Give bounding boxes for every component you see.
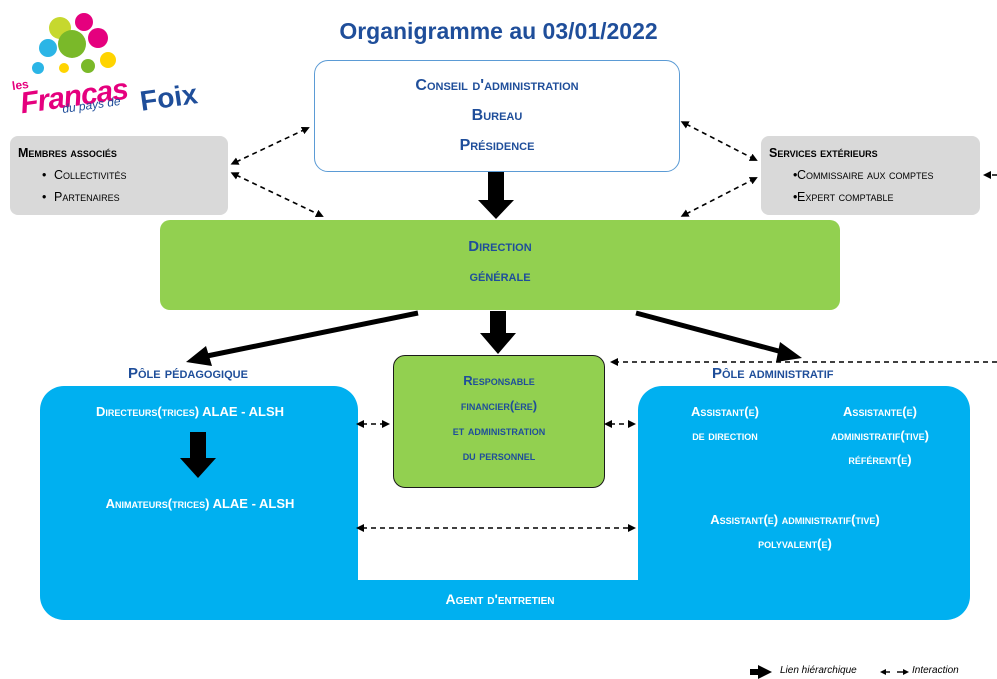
assistante-referente-line1: Assistante(e)	[843, 404, 917, 419]
agent-bar	[340, 580, 660, 620]
legend-interaction-arrow-icon	[880, 669, 909, 675]
services-item: Commissaire aux comptes	[769, 164, 976, 186]
pole-peda-box	[40, 386, 358, 620]
direction-line1: Direction	[468, 238, 532, 255]
legend-hier-label: Lien hiérarchique	[780, 665, 857, 676]
arrow-direction-pole-peda	[186, 310, 419, 366]
membres-title: Membres associés	[18, 146, 117, 160]
conseil-line1: Conseil d'administration	[415, 77, 579, 94]
responsable-box: Responsable financier(ère) et administra…	[393, 355, 605, 488]
assistant-direction-line2: de direction	[692, 428, 758, 443]
interaction-membres-direction	[230, 172, 324, 218]
conseil-box: Conseil d'administration Bureau Présiden…	[314, 60, 680, 172]
responsable-line4: du personnel	[462, 448, 536, 463]
assistante-referente-line2: administratif(tive)	[831, 428, 929, 443]
direction-line2: générale	[469, 268, 531, 285]
direction-box: Direction générale	[160, 220, 840, 310]
assistante-referente: Assistante(e) administratif(tive) référe…	[800, 400, 960, 472]
arrow-direction-pole-admin	[635, 310, 802, 362]
logo-graphic	[32, 13, 116, 74]
services-box: Services extérieurs Commissaire aux comp…	[761, 136, 980, 215]
conseil-line3: Présidence	[459, 137, 535, 154]
membres-item: Collectivités	[18, 164, 220, 186]
membres-item: Partenaires	[18, 186, 220, 208]
assistant-direction-line1: Assistant(e)	[691, 404, 759, 419]
arrow-direction-responsable	[480, 311, 516, 354]
membres-box: Membres associés Collectivités Partenair…	[10, 136, 228, 215]
interaction-services-direction	[680, 177, 758, 217]
conseil-line2: Bureau	[471, 107, 523, 124]
assistant-polyvalent-line2: polyvalent(e)	[758, 536, 832, 551]
interaction-services-conseil	[680, 121, 758, 161]
assistant-direction: Assistant(e) de direction	[660, 400, 790, 448]
responsable-line1: Responsable	[463, 373, 535, 388]
responsable-line3: et administration	[452, 423, 546, 438]
responsable-line2: financier(ère)	[460, 398, 538, 413]
interaction-membres-conseil	[230, 126, 310, 165]
pole-admin-box	[638, 386, 970, 620]
services-item: Expert comptable	[769, 186, 976, 208]
directeurs-label: Directeurs(trices) ALAE - ALSH	[95, 404, 285, 419]
pole-admin-label: Pôle administratif	[712, 365, 834, 382]
agent-label: Agent d'entretien	[445, 591, 555, 607]
services-title: Services extérieurs	[769, 146, 878, 160]
pole-peda-label: Pôle pédagogique	[128, 365, 248, 382]
assistant-polyvalent: Assistant(e) administratif(tive) polyval…	[655, 508, 935, 556]
arrow-conseil-direction	[478, 172, 514, 219]
page-title: Organigramme au 03/01/2022	[339, 18, 658, 44]
assistante-referente-line3: référent(e)	[848, 452, 912, 467]
animateurs-label: Animateurs(trices) ALAE - ALSH	[105, 496, 295, 511]
legend-hier-arrow-icon	[750, 665, 772, 679]
logo	[8, 8, 208, 133]
legend-interaction-label: Interaction	[912, 665, 959, 676]
assistant-polyvalent-line1: Assistant(e) administratif(tive)	[710, 512, 880, 527]
